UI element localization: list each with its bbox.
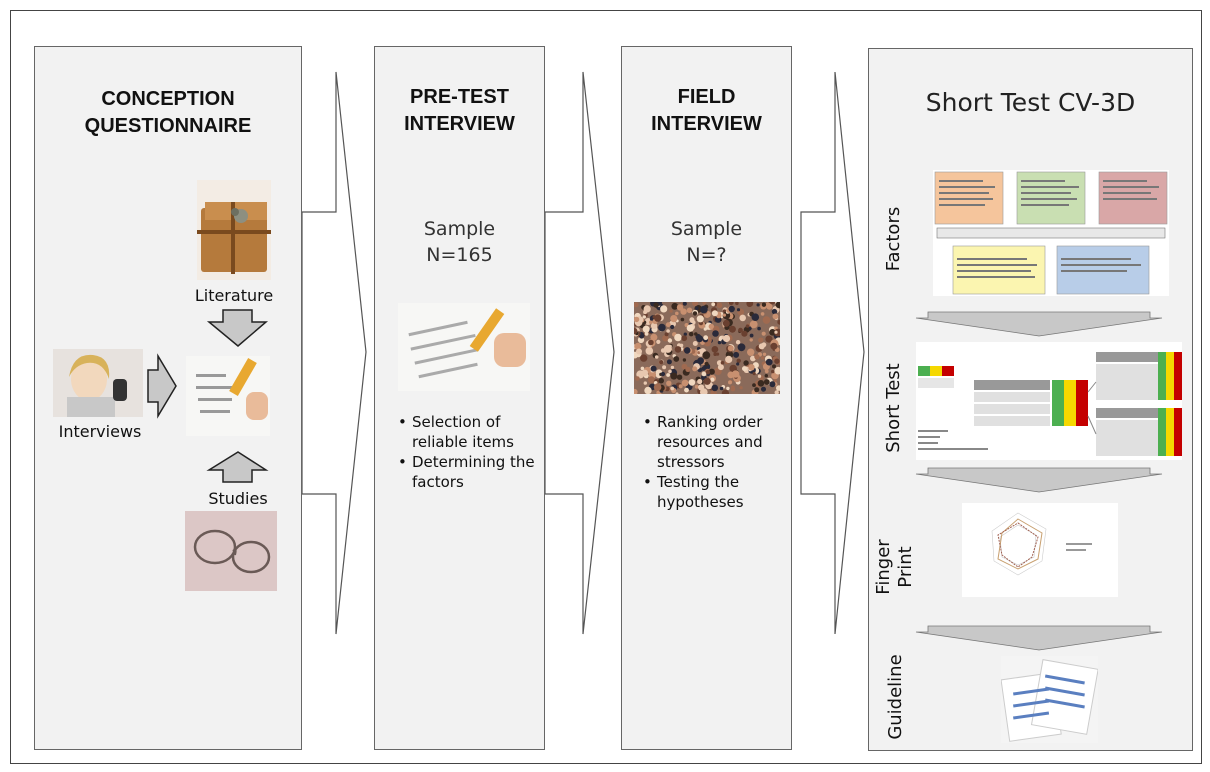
interviews-label: Interviews [58,422,142,441]
field-title: FIELD INTERVIEW [621,84,792,138]
field-title-line2: INTERVIEW [651,113,762,135]
guideline-thumbnail [1001,656,1098,743]
down-arrow-fingerprint [915,625,1163,651]
up-block-arrow [206,451,269,483]
conception-title: CONCEPTION QUESTIONNAIRE [34,86,302,140]
pretest-bullets: Selection of reliable items Determining … [398,412,540,492]
studies-label: Studies [208,489,268,508]
questionnaire-image [186,356,270,436]
conception-title-line2: QUESTIONNAIRE [84,115,252,137]
pretest-title: PRE-TEST INTERVIEW [374,84,545,138]
studies-image [185,511,277,591]
literature-label: Literature [194,286,274,305]
factors-thumbnail [933,170,1169,296]
field-bullet-1: Ranking order resources and stressors [643,412,783,472]
literature-image [197,180,271,280]
chevron-arrow-1 [301,71,367,635]
diagram-frame [10,10,1202,764]
field-sample: Sample N=? [621,216,792,268]
chevron-arrow-2 [544,71,615,635]
down-arrow-factors [915,311,1163,337]
down-block-arrow [206,309,269,347]
down-arrow-shorttest [915,467,1163,493]
fingerprint-thumbnail [962,503,1118,597]
field-title-line1: FIELD [677,86,736,108]
interviews-image [53,349,143,417]
shorttest-thumbnail [916,342,1182,460]
pretest-questionnaire-image [398,303,530,391]
conception-title-line1: CONCEPTION [101,88,235,110]
chevron-arrow-3 [800,71,865,635]
field-sample-label: Sample [670,218,743,240]
pretest-sample-size: N=165 [426,244,493,266]
pretest-sample-label: Sample [423,218,496,240]
field-bullet-2: Testing the hypotheses [643,472,783,512]
shorttest-title: Short Test CV-3D [925,88,1136,117]
pretest-sample: Sample N=165 [374,216,545,268]
field-sample-size: N=? [686,244,727,266]
pretest-title-line1: PRE-TEST [410,86,509,108]
right-block-arrow [147,353,177,419]
crowd-image [634,302,780,394]
panel-pretest [374,46,545,750]
pretest-bullet-1: Selection of reliable items [398,412,540,452]
pretest-bullet-2: Determining the factors [398,452,540,492]
field-bullets: Ranking order resources and stressors Te… [643,412,783,512]
pretest-title-line2: INTERVIEW [404,113,515,135]
panel-field [621,46,792,750]
